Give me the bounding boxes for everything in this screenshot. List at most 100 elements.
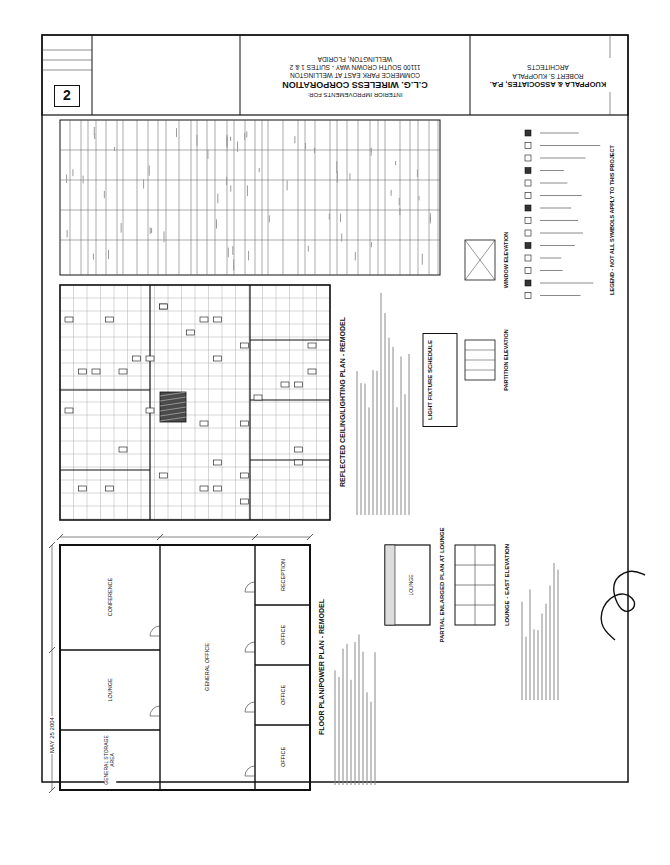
node-text: COMMERCE PARK EAST AT WELLINGTON [282, 71, 429, 79]
light-fixture [133, 356, 141, 361]
legend-symbol [525, 143, 531, 149]
table-entry [395, 161, 396, 165]
table-entry [237, 142, 238, 152]
table-entry [399, 198, 400, 205]
table-entry [294, 136, 295, 143]
table-entry [422, 254, 423, 265]
ceiling-grid [60, 298, 330, 299]
legend-symbol [525, 243, 531, 249]
table-column [207, 120, 208, 275]
partition-line [465, 370, 495, 371]
node-text: ARCHITECTS [489, 63, 608, 71]
table-column [245, 120, 246, 275]
table-entry [430, 213, 431, 224]
ceiling-grid [60, 311, 330, 312]
room-label: OFFICE [280, 746, 286, 768]
window-glazing [465, 240, 495, 280]
room-label: GENERAL STORAGE AREA [104, 734, 116, 786]
elevation-note-line [554, 563, 555, 700]
table-column [305, 120, 306, 275]
table-row [60, 180, 440, 181]
floor-note-line [339, 677, 340, 785]
ceiling-grid [249, 285, 250, 520]
ceiling-grid [262, 285, 263, 520]
node-text: LIGHT FIXTURE SCHEDULE [427, 340, 435, 420]
light-fixture [119, 369, 127, 374]
ceiling-note-line [389, 338, 390, 515]
ceiling-note-line [405, 394, 406, 515]
ceiling-grid [195, 285, 196, 520]
table-entry [66, 174, 67, 183]
light-fixture [295, 460, 303, 465]
table-row [60, 150, 440, 151]
elevation-note-line [522, 602, 523, 700]
legend-symbol [525, 280, 531, 286]
light-fixture [241, 499, 249, 504]
table-entry [228, 248, 229, 258]
floor-plan [49, 534, 313, 793]
title-divider [92, 35, 93, 115]
light-fixture [295, 382, 303, 387]
table-column [158, 120, 159, 275]
ceiling-grid [60, 506, 330, 507]
table-entry [430, 216, 431, 221]
revision-row [42, 70, 92, 71]
table-entry [371, 242, 372, 247]
table-entry [83, 176, 84, 184]
table-entry [355, 252, 356, 260]
partition-wall [159, 545, 160, 790]
room-label: LOUNGE [409, 573, 415, 596]
legend-text-line [540, 245, 575, 246]
ceiling-grid [60, 480, 330, 481]
dimension-tick [49, 787, 55, 793]
node-text: 11100 SOUTH CROWN WAY - SUITES 1 & 2 [282, 63, 429, 71]
node-text: INTERIOR IMPROVEMENTS FOR: [282, 90, 429, 98]
table-entry [419, 196, 420, 200]
table-entry [143, 179, 144, 188]
legend-symbol [525, 130, 531, 136]
table-entry [244, 133, 245, 140]
lounge-plan [385, 545, 430, 625]
table-entry [196, 135, 197, 146]
dimension-tick [57, 534, 63, 540]
ceiling-note-line [361, 383, 362, 515]
light-fixture [119, 447, 127, 452]
table-column [106, 120, 107, 275]
ceiling-note-line [373, 370, 374, 515]
drawing-title: PARTITION ELEVATION [503, 328, 509, 391]
schedule-box: LIGHT FIXTURE SCHEDULE [423, 333, 458, 427]
hatch-line [160, 392, 186, 396]
light-fixture [241, 421, 249, 426]
table-column [148, 120, 149, 275]
table-entry [337, 171, 338, 182]
signature [601, 571, 645, 640]
exterior-wall [60, 545, 310, 790]
dimension-tick [49, 542, 55, 548]
elevation-note-line [550, 585, 551, 700]
table-entry [247, 185, 248, 196]
table-column [123, 120, 124, 275]
table-entry [246, 131, 247, 137]
node-text: C.L.G. WIRELESS CORPORATION [282, 79, 429, 90]
drawing-title: REFLECTED CEILING/LIGHTING PLAN - REMODE… [339, 316, 347, 488]
node-text: WELLINGTON, FLORIDA [282, 54, 429, 62]
room-label: LOUNGE [107, 677, 113, 702]
legend-symbol [525, 193, 531, 199]
lounge-elevation [455, 545, 495, 625]
floor-note-line [367, 692, 368, 785]
light-fixture [214, 356, 222, 361]
table-entry [248, 251, 249, 260]
table-entry [226, 177, 227, 185]
table-entry [114, 147, 115, 151]
room-label: OFFICE [280, 624, 286, 646]
legend-symbol [525, 293, 531, 299]
table-column [438, 120, 439, 275]
table-column [179, 120, 180, 275]
partition-wall [255, 664, 310, 665]
table-entry [164, 231, 165, 242]
table-entry [72, 169, 73, 176]
room-label: GENERAL OFFICE [204, 642, 210, 692]
hatch-line [160, 417, 186, 421]
ceiling-grid [141, 285, 142, 520]
ceiling-grid [100, 285, 101, 520]
